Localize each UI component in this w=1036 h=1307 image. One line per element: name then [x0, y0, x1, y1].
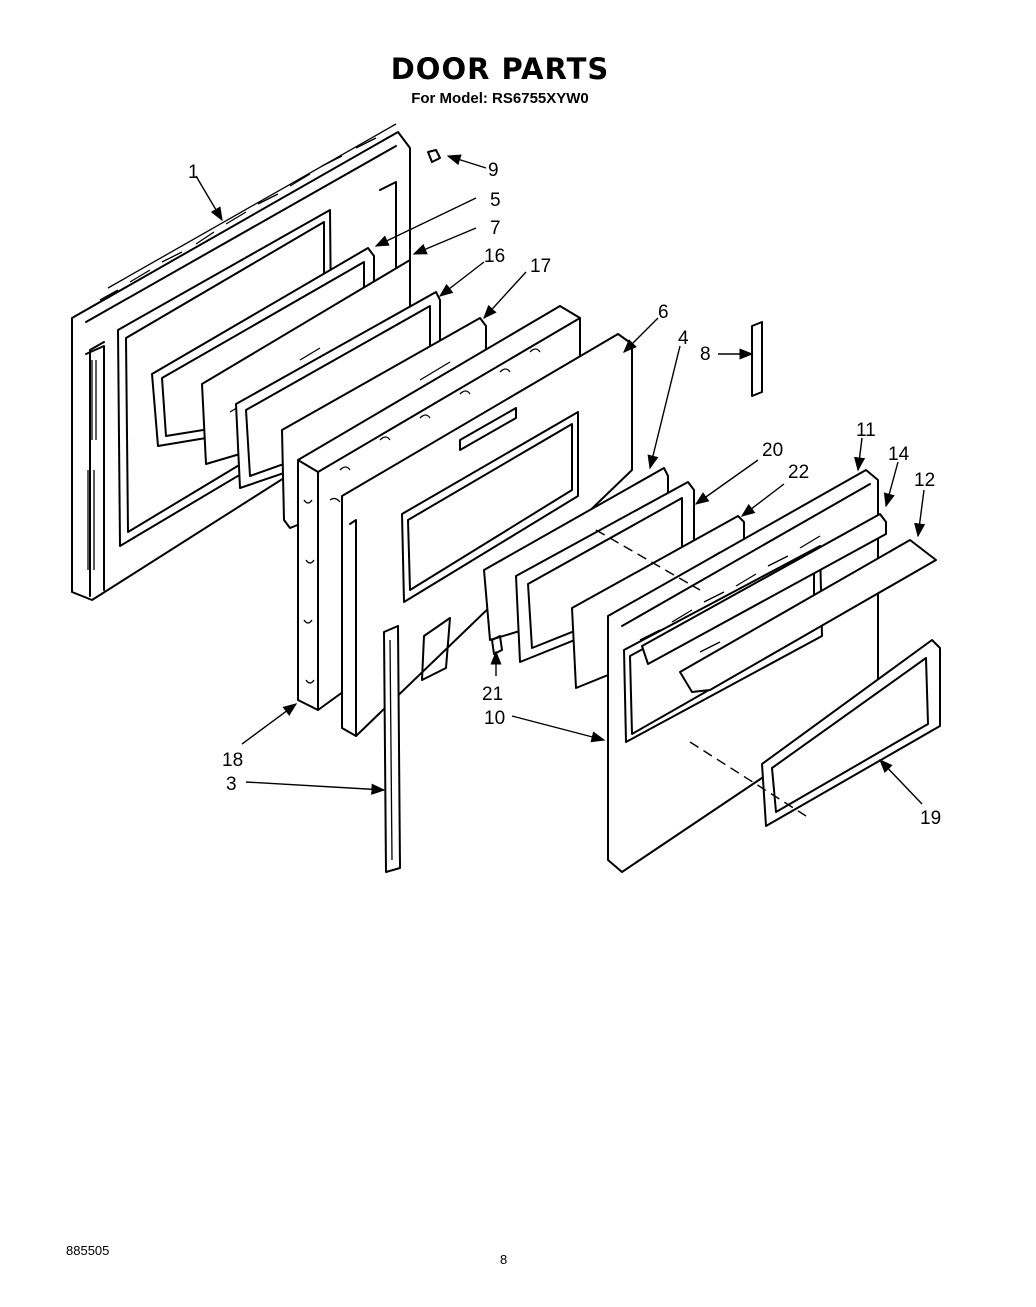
callout-14: 14	[888, 444, 910, 465]
callout-18: 18	[222, 750, 243, 771]
callout-16: 16	[484, 246, 505, 267]
callout-12: 12	[914, 470, 935, 491]
callout-1: 1	[188, 162, 199, 183]
vent-trim	[641, 513, 887, 665]
page-number: 8	[500, 1252, 508, 1267]
page-title: DOOR PARTS	[390, 52, 610, 86]
callout-5: 5	[490, 190, 501, 211]
callout-20: 20	[762, 440, 783, 461]
glass-clip	[491, 635, 503, 655]
leader-lines	[195, 154, 926, 805]
document-code: 885505	[66, 1243, 110, 1258]
callout-19: 19	[920, 808, 941, 829]
callout-10: 10	[484, 708, 505, 729]
door-handle	[679, 539, 937, 693]
callout-11: 11	[856, 420, 876, 441]
screw	[427, 149, 441, 163]
callout-4: 4	[678, 328, 689, 349]
callout-21: 21	[482, 684, 503, 705]
alignment-lines	[595, 529, 807, 817]
callout-6: 6	[658, 302, 669, 323]
callout-7: 7	[490, 218, 501, 239]
hinge-bracket	[751, 321, 763, 397]
callout-labels: 1 5 7 9 16 17 6 4 8 20 22 11 14 12 18 3 …	[188, 160, 941, 829]
callout-8: 8	[700, 344, 711, 365]
inner-door-liner	[341, 333, 633, 737]
model-line: For Model: RS6755XYW0	[411, 90, 589, 107]
callout-3: 3	[226, 774, 237, 795]
side-trim-strip	[383, 625, 401, 873]
callout-9: 9	[488, 160, 499, 181]
callout-17: 17	[530, 256, 551, 277]
callout-22: 22	[788, 462, 809, 483]
window-trim-frame	[761, 639, 941, 827]
